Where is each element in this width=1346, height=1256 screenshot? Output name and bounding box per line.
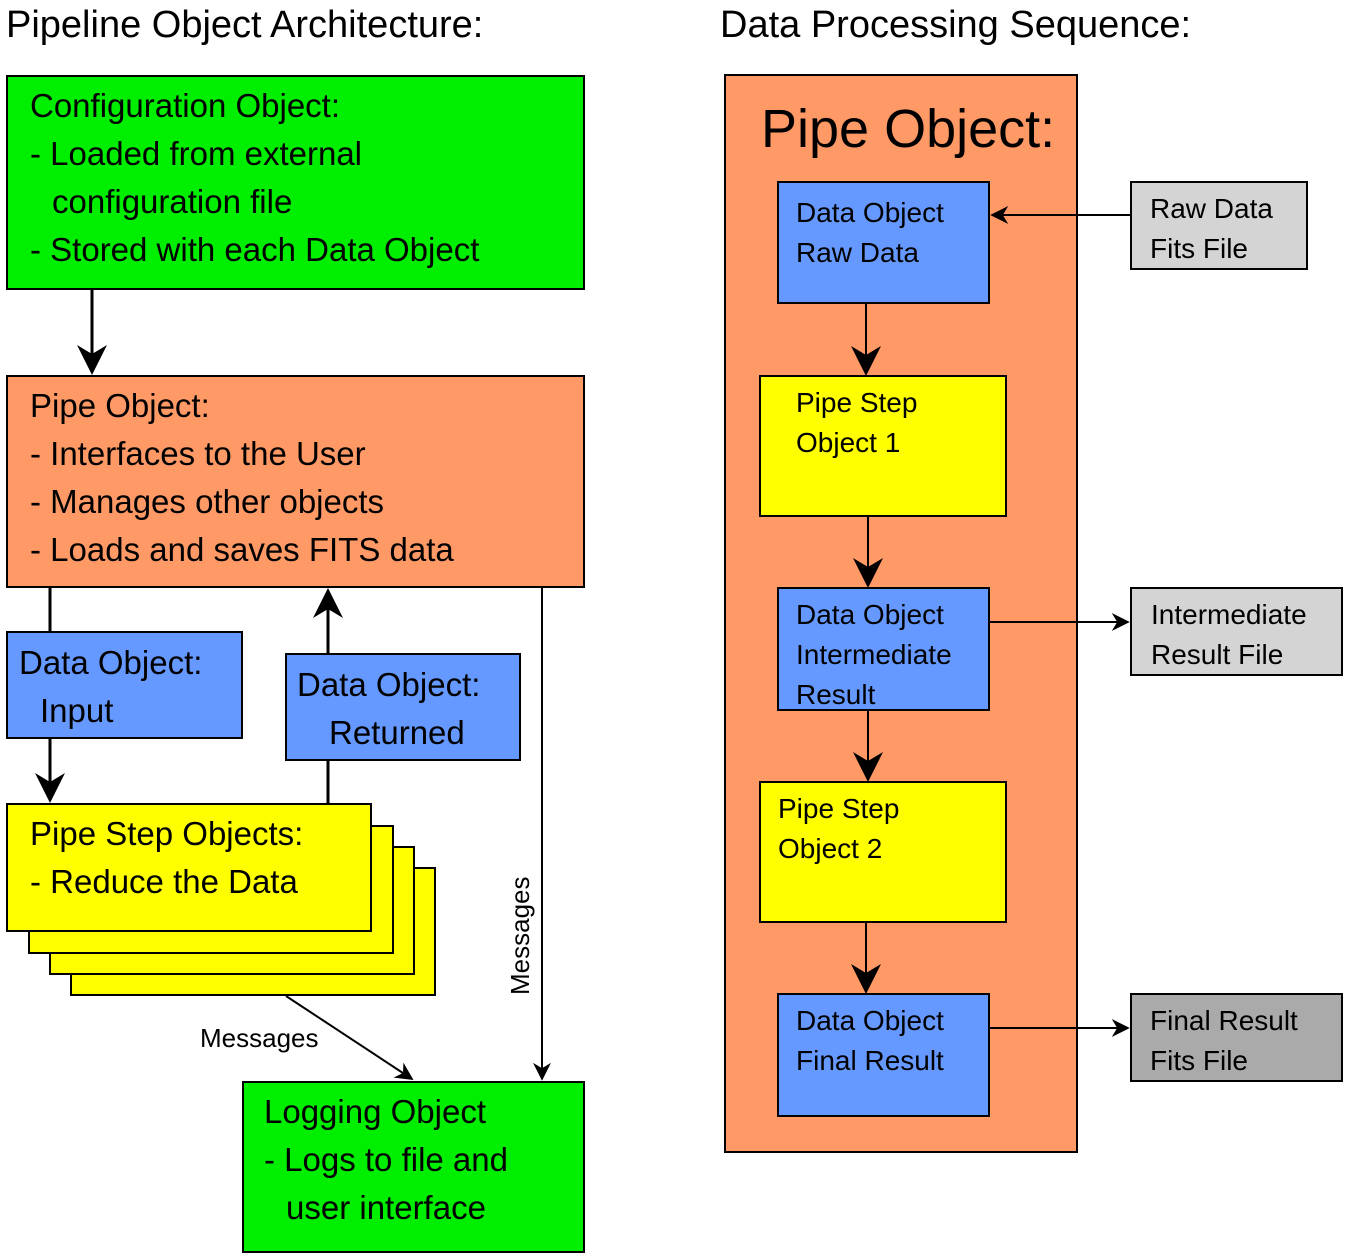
intermediate-line-2: Intermediate — [796, 639, 952, 670]
step2-line-1: Pipe Step — [778, 793, 900, 824]
final-line-2: Final Result — [796, 1045, 944, 1076]
pipe-step-object-2-box: Pipe Step Object 2 — [759, 781, 1007, 923]
data-returned-title: Data Object: — [297, 666, 481, 703]
pipe-steps-line-1: - Reduce the Data — [30, 863, 298, 900]
data-input-title: Data Object: — [19, 644, 203, 681]
data-object-raw-box: Data Object Raw Data — [777, 181, 990, 304]
intermediate-file-label: Intermediate Result File — [1151, 595, 1307, 675]
config-line-2: configuration file — [52, 183, 293, 220]
data-object-final-box: Data Object Final Result — [777, 993, 990, 1117]
pipe-step-objects-box: Pipe Step Objects: - Reduce the Data — [6, 803, 372, 932]
configuration-object-box: Configuration Object: - Loaded from exte… — [6, 75, 585, 290]
raw-file-line-2: Fits File — [1150, 233, 1248, 264]
raw-data-line-1: Data Object — [796, 197, 944, 228]
step1-line-1: Pipe Step — [796, 387, 918, 418]
logging-title: Logging Object — [264, 1093, 486, 1130]
pipe-line-1: - Interfaces to the User — [30, 435, 366, 472]
pipe-title: Pipe Object: — [30, 387, 210, 424]
data-input-label: Input — [40, 692, 114, 729]
raw-data-label: Data Object Raw Data — [796, 193, 944, 273]
data-object-returned-box: Data Object: Returned — [285, 653, 521, 761]
intermediate-file-line-2: Result File — [1151, 639, 1284, 670]
config-line-1: - Loaded from external — [30, 135, 363, 172]
step2-line-2: Object 2 — [778, 833, 883, 864]
final-file-line-2: Fits File — [1150, 1045, 1248, 1076]
logging-line-1: - Logs to file and — [264, 1141, 508, 1178]
data-returned-label: Returned — [329, 714, 465, 751]
final-file-line-1: Final Result — [1150, 1005, 1298, 1036]
data-object-input-box: Data Object: Input — [6, 631, 243, 739]
logging-line-2: user interface — [286, 1189, 486, 1226]
final-file-label: Final Result Fits File — [1150, 1001, 1298, 1081]
intermediate-file-line-1: Intermediate — [1151, 599, 1307, 630]
pipe-line-2: - Manages other objects — [30, 483, 385, 520]
intermediate-label: Data Object Intermediate Result — [796, 595, 952, 715]
step1-label: Pipe Step Object 1 — [796, 383, 917, 463]
raw-file-line-1: Raw Data — [1150, 193, 1273, 224]
final-result-fits-file-box: Final Result Fits File — [1130, 993, 1343, 1082]
final-label: Data Object Final Result — [796, 1001, 944, 1081]
pipe-object-box: Pipe Object: - Interfaces to the User - … — [6, 375, 585, 588]
raw-data-fits-file-box: Raw Data Fits File — [1130, 181, 1308, 270]
messages-label-vertical: Messages — [505, 876, 535, 996]
config-title: Configuration Object: — [30, 87, 341, 124]
sequence-heading: Data Processing Sequence: — [720, 4, 1192, 46]
raw-file-label: Raw Data Fits File — [1150, 189, 1273, 269]
step2-label: Pipe Step Object 2 — [778, 789, 899, 869]
pipe-step-object-1-box: Pipe Step Object 1 — [759, 375, 1007, 517]
pipe-line-3: - Loads and saves FITS data — [30, 531, 454, 568]
raw-data-line-2: Raw Data — [796, 237, 919, 268]
intermediate-line-3: Result — [796, 679, 876, 710]
pipe-container-title: Pipe Object: — [761, 99, 1056, 159]
messages-label-diagonal: Messages — [200, 1023, 319, 1053]
intermediate-result-file-box: Intermediate Result File — [1130, 587, 1343, 676]
final-line-1: Data Object — [796, 1005, 944, 1036]
step1-line-2: Object 1 — [796, 427, 901, 458]
pipe-steps-title: Pipe Step Objects: — [30, 815, 304, 852]
logging-object-box: Logging Object - Logs to file and user i… — [242, 1081, 585, 1253]
architecture-heading: Pipeline Object Architecture: — [6, 4, 484, 46]
config-line-3: - Stored with each Data Object — [30, 231, 480, 268]
intermediate-line-1: Data Object — [796, 599, 944, 630]
data-object-intermediate-box: Data Object Intermediate Result — [777, 587, 990, 711]
